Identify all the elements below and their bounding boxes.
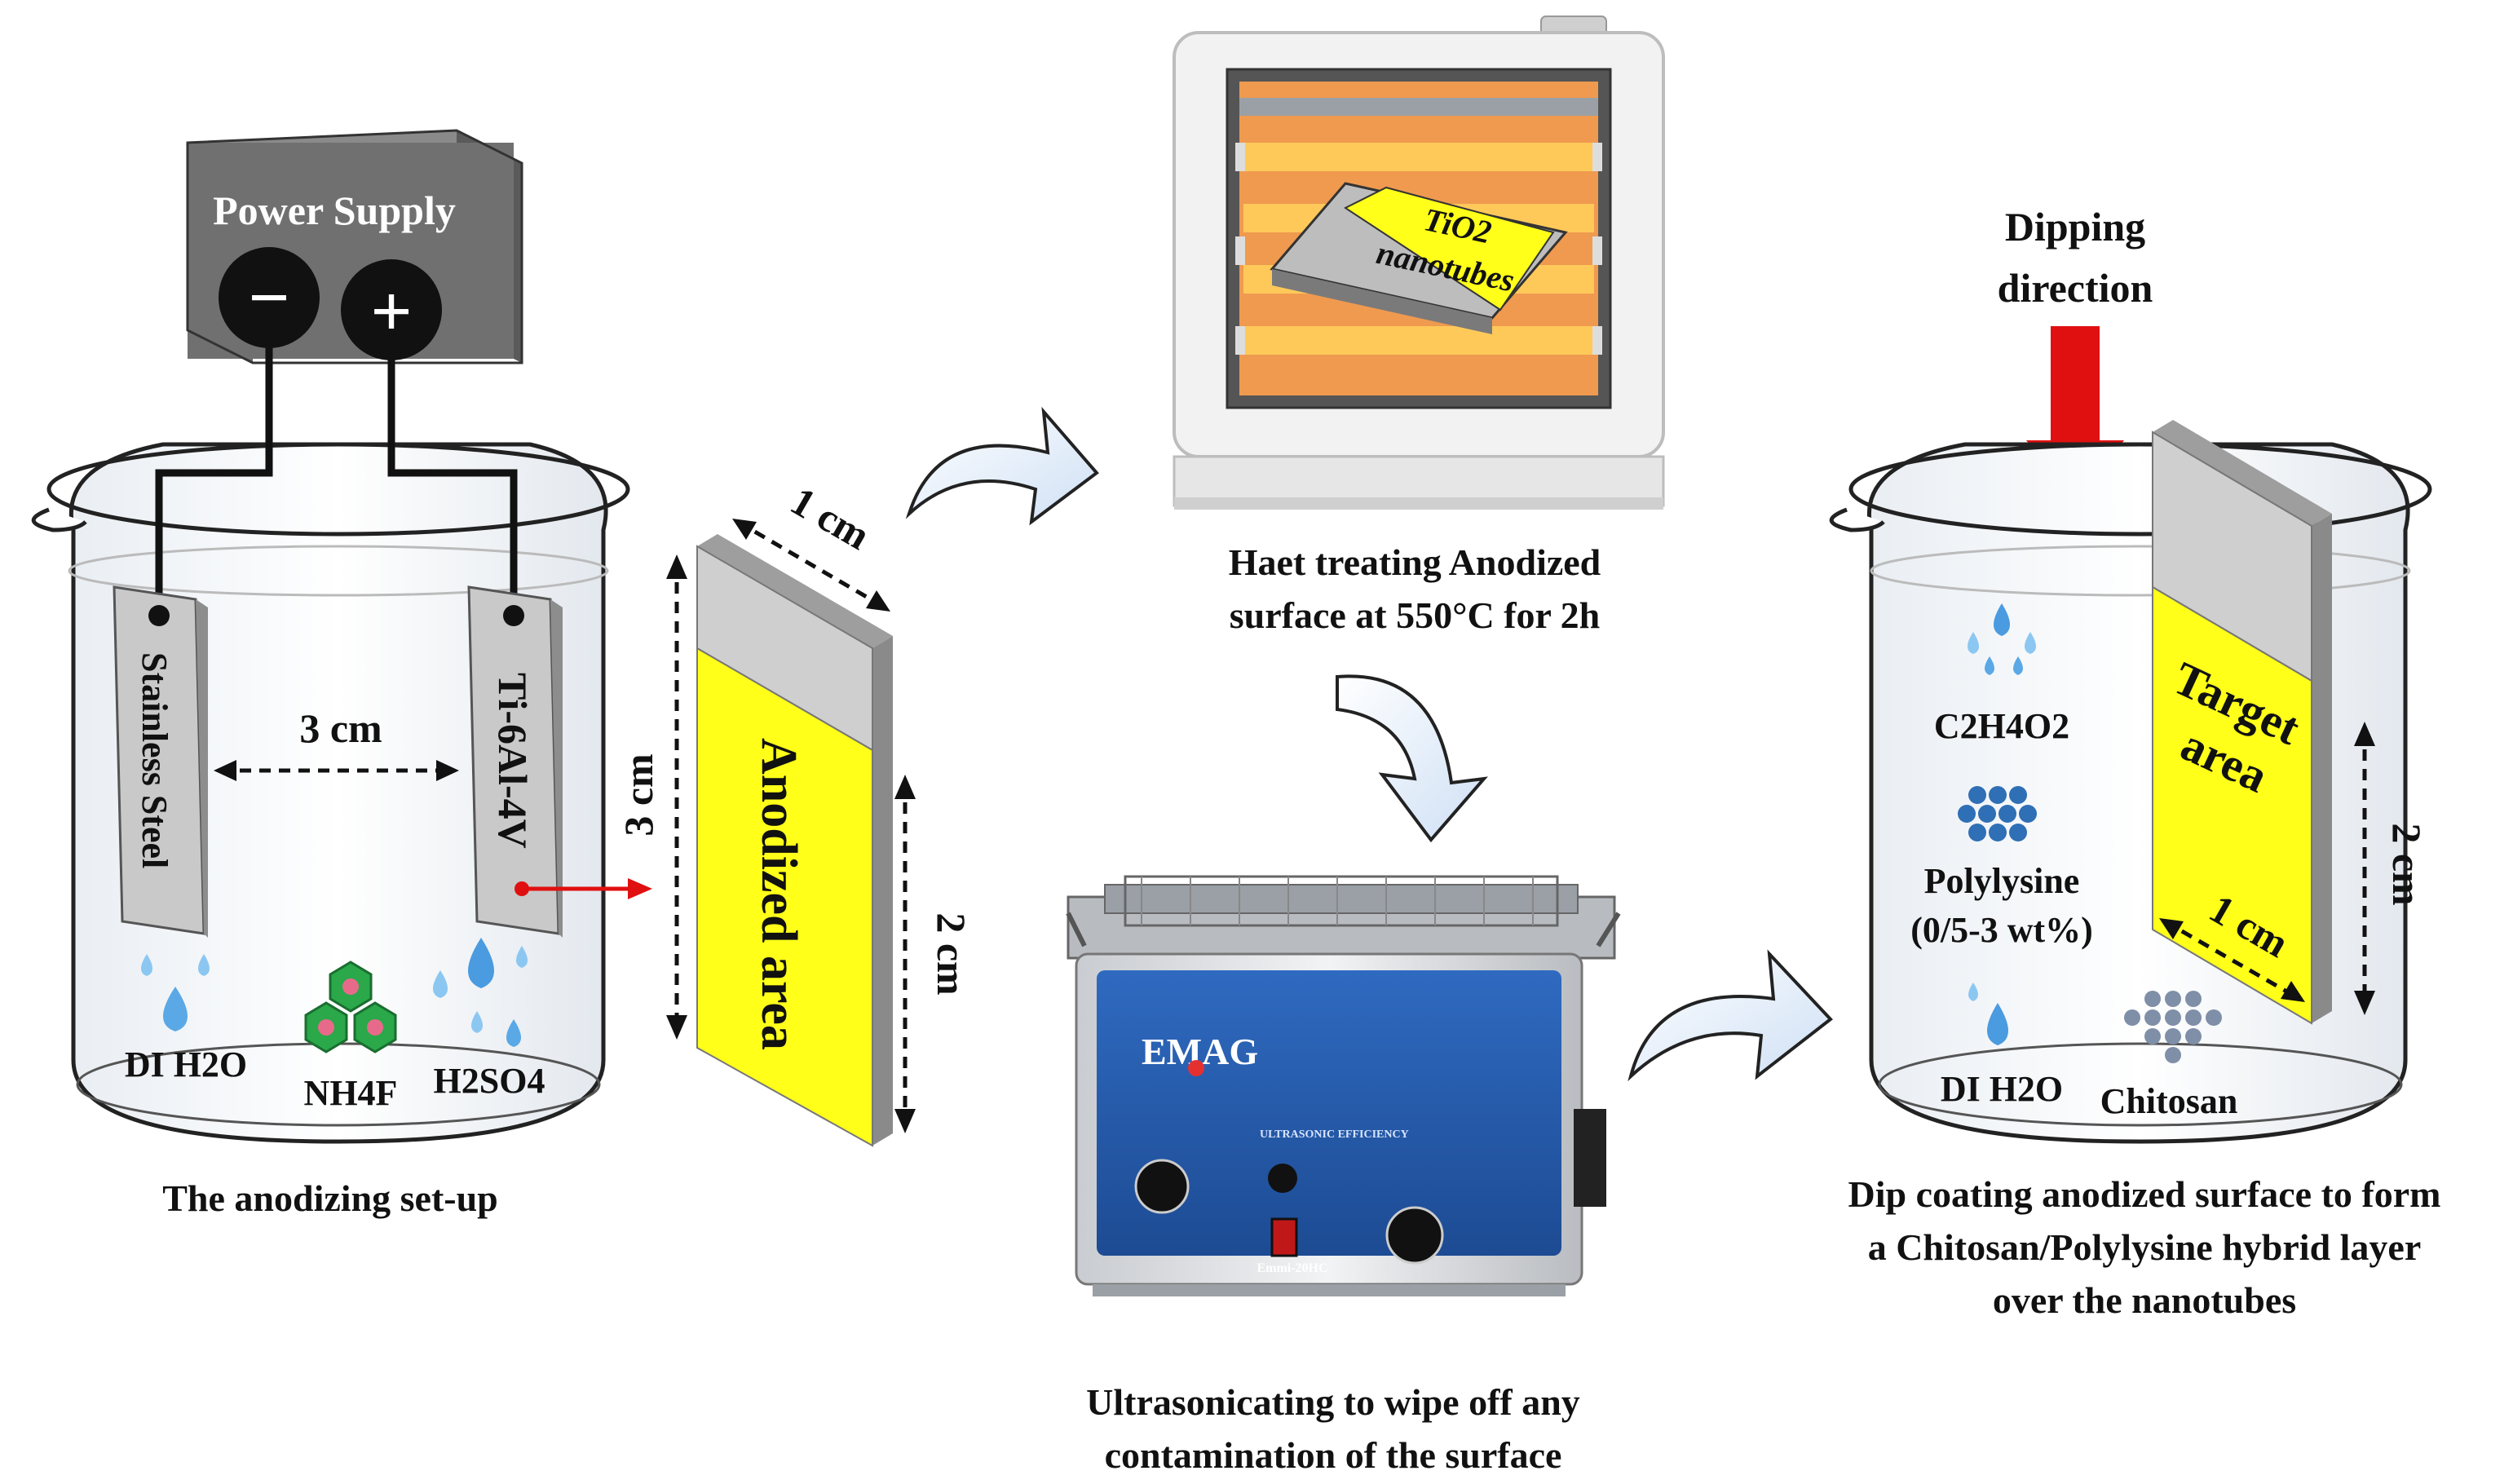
target-height-label: 2 cm <box>2384 823 2430 905</box>
acid-drops-icon <box>433 938 528 1047</box>
anode-label: Ti-6Al-4V <box>490 673 536 849</box>
chitosan-particles-icon <box>2124 991 2222 1063</box>
control-panel <box>1097 970 1561 1256</box>
ultrasonic-caption-line1: Ultrasonicating to wipe off any <box>1086 1381 1580 1423</box>
water-drops-icon <box>141 954 210 1031</box>
cathode-label: Stainless Steel <box>135 652 174 868</box>
dipping-direction-line2: direction <box>1998 265 2153 311</box>
polylysine-concentration: (0/5-3 wt%) <box>1910 910 2093 950</box>
polylysine-label: Polylysine <box>1924 861 2080 901</box>
panel-text: ULTRASONIC EFFICIENCY <box>1260 1128 1409 1141</box>
minus-symbol: − <box>248 258 289 338</box>
furnace-caption-line1: Haet treating Anodized <box>1229 541 1601 583</box>
anodized-height-label: 2 cm <box>929 912 974 995</box>
flow-arrow-3 <box>1627 949 1833 1082</box>
anodizing-setup: Power Supply − + Stainless Steel <box>31 129 652 1219</box>
side-handle <box>1574 1109 1606 1207</box>
chitosan-label: Chitosan <box>2100 1081 2238 1121</box>
dipcoat-caption-line3: over the nanotubes <box>1993 1279 2296 1321</box>
dipcoat-caption-line2: a Chitosan/Polylysine hybrid layer <box>1868 1226 2422 1268</box>
power-supply-label: Power Supply <box>213 188 456 233</box>
furnace: TiO2 nanotubes Haet treating Anodized su… <box>1173 15 1665 636</box>
anodizing-caption: The anodizing set-up <box>162 1177 498 1219</box>
sample-width-label: 1 cm <box>784 478 878 559</box>
mesh-basket <box>1124 875 1559 927</box>
temperature-knob[interactable] <box>1385 1206 1444 1265</box>
dipcoat-caption-line1: Dip coating anodized surface to form <box>1848 1173 2441 1215</box>
timer-knob[interactable] <box>1134 1159 1190 1214</box>
minus-terminal <box>219 247 320 348</box>
furnace-caption-line2: surface at 550°C for 2h <box>1230 594 1600 636</box>
acetic-acid-label: C2H4O2 <box>1934 706 2069 746</box>
sample-height-label: 3 cm <box>616 753 661 836</box>
nh4f-label: NH4F <box>304 1073 398 1113</box>
dip-coating-setup: Dipping direction Target area 2 cm <box>1829 204 2441 1321</box>
ultrasonic-caption-line2: contamination of the surface <box>1105 1434 1562 1476</box>
anodized-area-label: Anodized area <box>751 738 806 1050</box>
anode-electrode: Ti-6Al-4V <box>467 585 563 938</box>
plus-symbol: + <box>370 272 412 352</box>
model-label: Emmi-20HC <box>1256 1261 1327 1275</box>
flow-arrow-2 <box>1336 674 1488 843</box>
tio2-sample: TiO2 nanotubes <box>1270 182 1568 334</box>
anode-wire <box>387 359 518 616</box>
nh4f-crystals-icon <box>304 961 397 1053</box>
di-water-label: DI H2O <box>125 1045 247 1084</box>
electrode-gap-label: 3 cm <box>299 705 382 751</box>
cathode-electrode: Stainless Steel <box>113 585 208 938</box>
ultrasonic-bath: EMAG ULTRASONIC EFFICIENCY Emmi-20HC Ult… <box>1066 875 1621 1476</box>
dipcoat-di-water-label: DI H2O <box>1941 1069 2063 1109</box>
power-switch[interactable] <box>1270 1217 1298 1257</box>
polylysine-particles-icon <box>1958 786 2037 841</box>
cathode-wire <box>155 347 273 616</box>
power-knob[interactable] <box>1268 1164 1297 1193</box>
plus-terminal <box>341 259 442 360</box>
anodized-sample: Anodized area 1 cm 3 cm 2 cm <box>616 478 974 1147</box>
dipping-direction-line1: Dipping <box>2005 204 2145 250</box>
target-sample: Target area 2 cm 1 cm <box>2152 420 2430 1025</box>
power-supply: Power Supply − + <box>186 129 523 364</box>
flow-arrow-1 <box>905 406 1099 526</box>
pointer-arrowhead <box>628 878 652 899</box>
di-water-drops-icon <box>1968 983 2008 1045</box>
acetic-drops-icon <box>1968 603 2036 675</box>
h2so4-label: H2SO4 <box>434 1061 545 1101</box>
